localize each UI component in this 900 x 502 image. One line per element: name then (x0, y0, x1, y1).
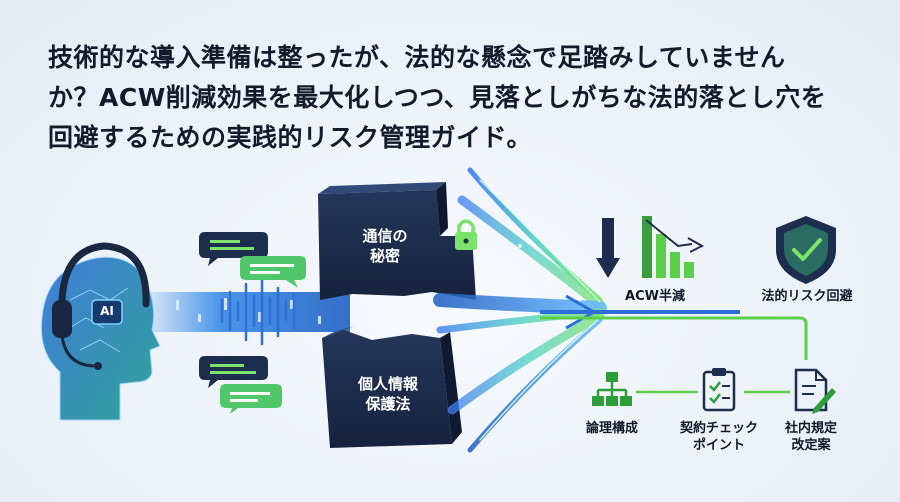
shield-icon (776, 216, 836, 284)
block-privacy (322, 326, 462, 448)
headline-line-3: 回避するための実践的リスク管理ガイド。 (48, 123, 533, 152)
step-contract-check-line1: 契約チェック (679, 421, 758, 436)
block-privacy-label: 個人情報 保護法 (338, 374, 438, 414)
step-logic-structure-label: 論理構成 (585, 421, 638, 436)
org-chart-icon (592, 372, 632, 406)
chat-bubble-icon (199, 232, 306, 414)
step-policy-revision-line2: 改定案 (791, 438, 831, 453)
main-arrow (540, 294, 808, 360)
block-privacy-label-line1: 個人情報 (357, 375, 418, 393)
clipboard-check-icon (702, 368, 736, 412)
headline-line-1: 技術的な導入準備は整ったが、法的な懸念で足踏みしていません (48, 43, 786, 72)
ai-head-illustration (40, 242, 161, 421)
step-policy-revision-label: 社内規定 改定案 (776, 420, 846, 454)
legal-risk-avoidance-label: 法的リスク回避 (761, 289, 853, 304)
acw-reduction-chart-icon (596, 216, 705, 278)
headline: 技術的な導入準備は整ったが、法的な懸念で足踏みしていません か？ACW削減効果を… (48, 38, 868, 158)
block-secrecy (318, 182, 476, 300)
data-streams (433, 167, 607, 453)
block-secrecy-label: 通信の 秘密 (340, 226, 430, 266)
sound-wave-icon (220, 278, 296, 346)
document-edit-icon (794, 368, 836, 414)
acw-reduction-label: ACW半減 (625, 289, 685, 304)
block-secrecy-label-line2: 秘密 (369, 247, 400, 265)
block-privacy-label-line2: 保護法 (365, 395, 411, 413)
headline-line-2: か？ACW削減効果を最大化しつつ、見落としがちな法的落とし穴を (48, 83, 827, 112)
step-contract-check-line2: ポイント (692, 438, 745, 453)
ai-badge: AI (100, 304, 114, 318)
data-beam (150, 292, 350, 332)
step-contract-check-label: 契約チェック ポイント (676, 420, 762, 454)
block-secrecy-label-line1: 通信の (362, 227, 408, 245)
sparkle-icons (512, 244, 582, 362)
lock-icon (455, 219, 477, 250)
step-policy-revision-line1: 社内規定 (784, 421, 837, 436)
headset-icon (58, 242, 150, 316)
